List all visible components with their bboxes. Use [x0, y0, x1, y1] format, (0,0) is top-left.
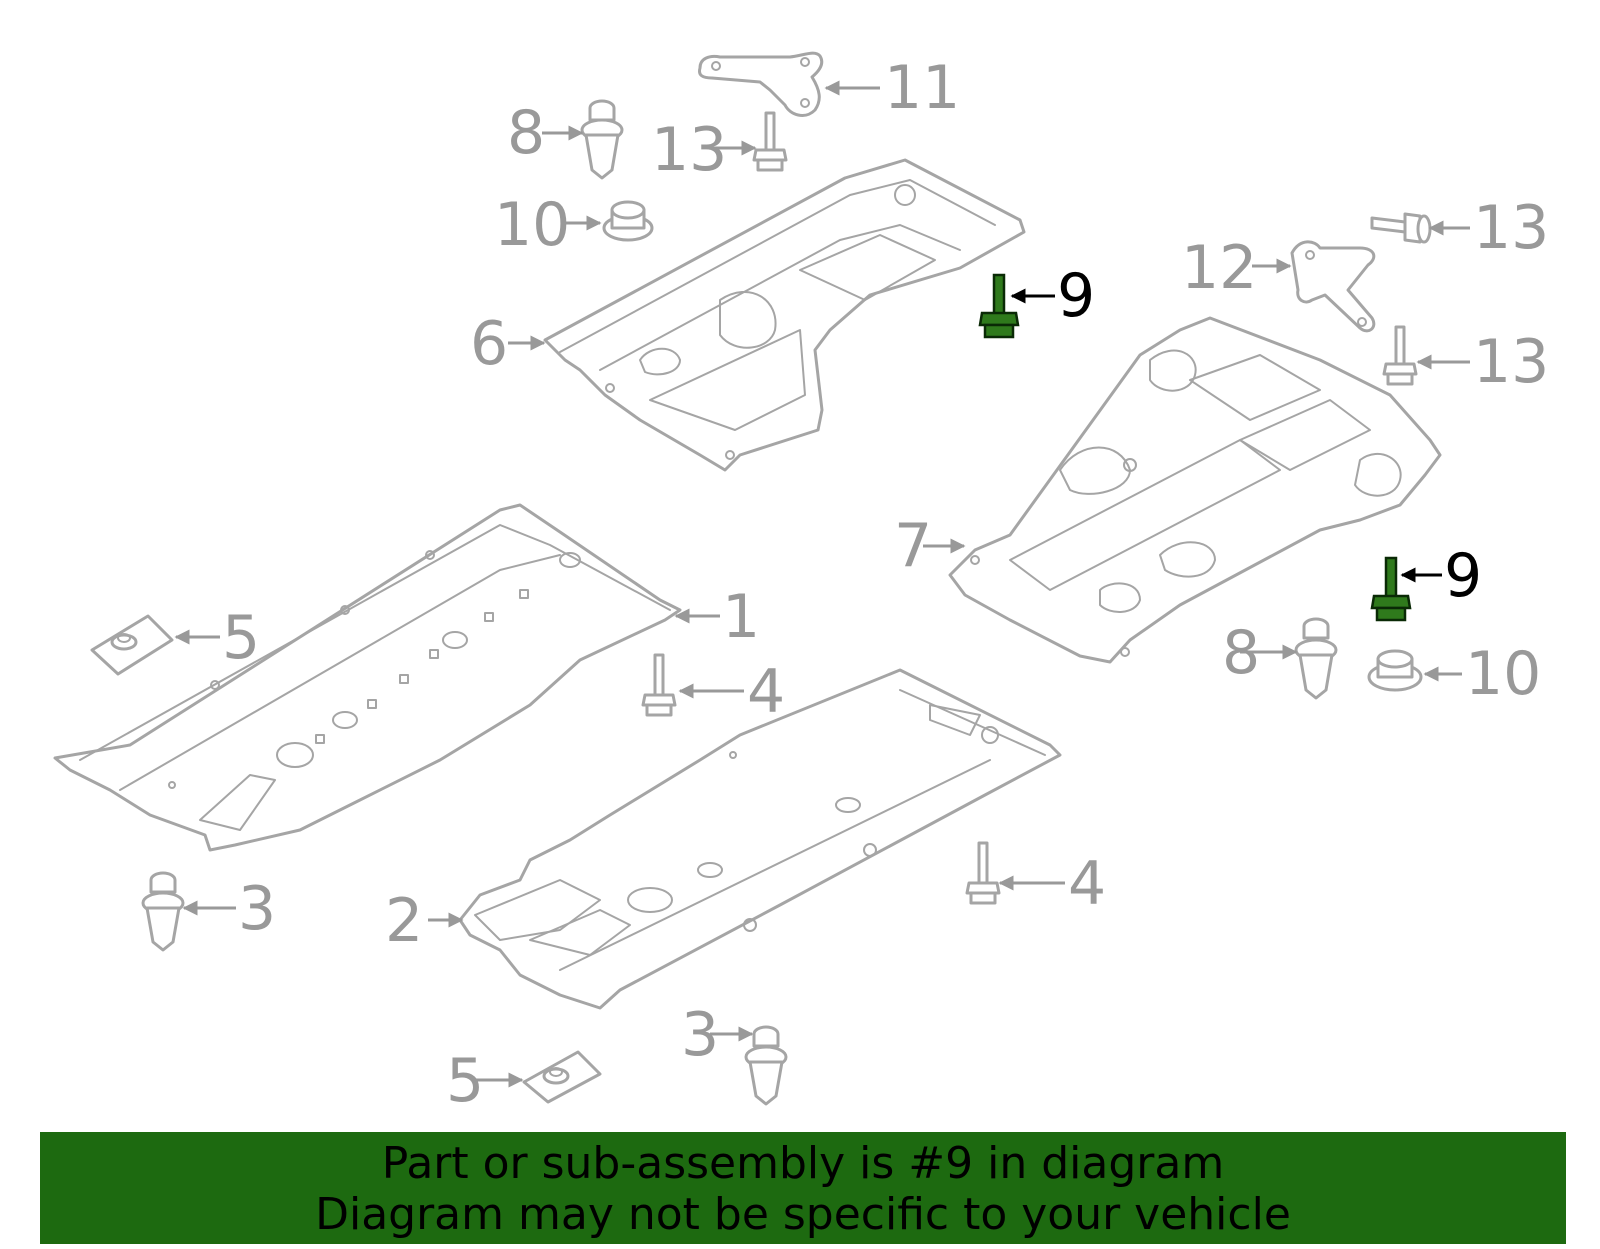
- bolt-part-13-top: [752, 111, 788, 172]
- callout-8-right: 8: [1222, 618, 1260, 688]
- callout-13-top: 13: [651, 115, 727, 185]
- bracket-part-11: [698, 51, 824, 117]
- nut-part-10-right: [1367, 649, 1423, 692]
- callout-2: 2: [385, 886, 423, 956]
- callout-5-bottom: 5: [446, 1046, 484, 1116]
- callout-10-right: 10: [1465, 639, 1541, 709]
- undercover-part-1: [53, 503, 682, 852]
- nut-part-10-top: [602, 200, 654, 242]
- clip-part-8-right: [1294, 617, 1338, 700]
- callout-10-top: 10: [494, 190, 570, 260]
- callout-1: 1: [722, 582, 760, 652]
- bolt-part-13-right-horizontal: [1370, 212, 1432, 244]
- callout-12: 12: [1181, 233, 1257, 303]
- callout-4-lower: 4: [1068, 849, 1106, 919]
- callout-7: 7: [894, 511, 932, 581]
- clip-part-3-bottom: [744, 1025, 788, 1106]
- callout-8-top: 8: [507, 98, 545, 168]
- callout-13-right-upper: 13: [1473, 193, 1549, 263]
- clip-nut-part-5-left: [90, 614, 174, 676]
- callout-13-right-lower: 13: [1473, 327, 1549, 397]
- bolt-part-9-highlighted-lower: [1370, 556, 1412, 622]
- parts-diagram: 11 8 13 10 6 12 13 13 9 9 7 8 10 1 4 5 4…: [53, 51, 1549, 1116]
- clip-nut-part-5-bottom: [522, 1050, 602, 1104]
- undercover-part-6: [543, 158, 1026, 472]
- callout-arrows: [174, 80, 1470, 1088]
- bolt-part-4-lower: [965, 841, 1001, 905]
- clip-part-3-left: [141, 871, 185, 952]
- callout-11: 11: [884, 53, 960, 123]
- undercover-part-7: [948, 316, 1442, 664]
- banner-line-part: Part or sub-assembly is #9 in diagram: [381, 1138, 1225, 1189]
- banner-line-disclaimer: Diagram may not be specific to your vehi…: [315, 1189, 1291, 1240]
- callout-6: 6: [470, 309, 508, 379]
- callout-3-bottom: 3: [681, 1000, 719, 1070]
- bolt-part-4-upper: [641, 653, 677, 717]
- callout-5-left: 5: [222, 603, 260, 673]
- callout-4-upper: 4: [747, 657, 785, 727]
- info-banner: Part or sub-assembly is #9 in diagram Di…: [40, 1132, 1566, 1244]
- bolt-part-13-right-vertical: [1382, 325, 1418, 386]
- clip-part-8-top: [580, 99, 624, 180]
- callout-9-lower: 9: [1444, 541, 1482, 611]
- undercover-part-2: [458, 668, 1062, 1010]
- bracket-part-12: [1290, 240, 1376, 333]
- callout-9-upper: 9: [1057, 261, 1095, 331]
- bolt-part-9-highlighted-upper: [978, 273, 1020, 339]
- callout-3-left: 3: [238, 874, 276, 944]
